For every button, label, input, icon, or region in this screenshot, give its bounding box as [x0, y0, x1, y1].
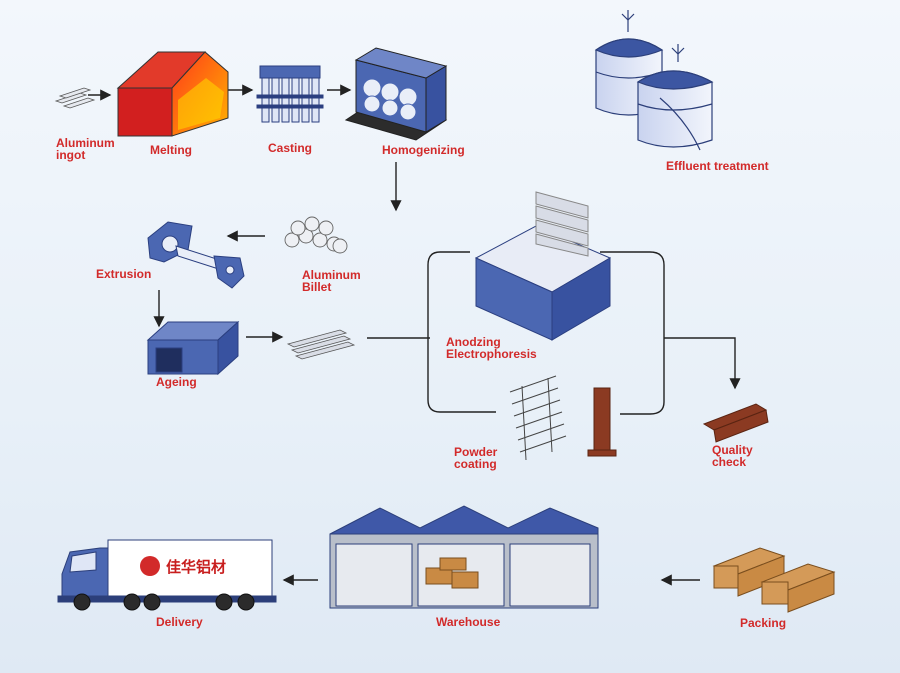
anodizing-tank-icon [474, 191, 612, 341]
tanks-icon [594, 10, 714, 151]
coated-profile-icon [587, 387, 617, 457]
label-aluminum-billet: Aluminum Billet [302, 268, 361, 294]
flow-arrows [88, 84, 741, 586]
powder-rack-icon [509, 375, 567, 461]
billet-icon [284, 216, 348, 254]
homogenizer-icon [344, 47, 448, 141]
furnace-icon [116, 51, 229, 137]
truck-icon [57, 539, 277, 611]
label-delivery: Delivery [156, 615, 203, 629]
label-effluent: Effluent treatment [666, 159, 769, 173]
crates-icon [712, 547, 836, 613]
truck-logo-text: 佳华铝材 [166, 558, 227, 576]
casting-icon [256, 65, 324, 123]
label-aluminum-ingot: Aluminum ingot [56, 136, 115, 162]
label-homogenizing: Homogenizing [382, 143, 465, 157]
label-anodizing: Anodzing Electrophoresis [446, 335, 537, 361]
label-warehouse: Warehouse [436, 615, 501, 629]
label-extrusion: Extrusion [96, 267, 152, 281]
label-packing: Packing [740, 616, 787, 630]
profile-bars-icon [286, 329, 356, 360]
label-casting: Casting [268, 141, 313, 155]
warehouse-icon [329, 505, 599, 609]
label-ageing: Ageing [156, 375, 197, 389]
ageing-oven-icon [146, 320, 240, 376]
label-quality-check: Quality check [712, 443, 753, 469]
ingot-icon [54, 87, 96, 109]
label-powder-coating: Powder coating [454, 445, 498, 471]
extruder-icon [147, 221, 245, 289]
quality-profile-icon [702, 403, 769, 443]
label-melting: Melting [150, 143, 192, 157]
